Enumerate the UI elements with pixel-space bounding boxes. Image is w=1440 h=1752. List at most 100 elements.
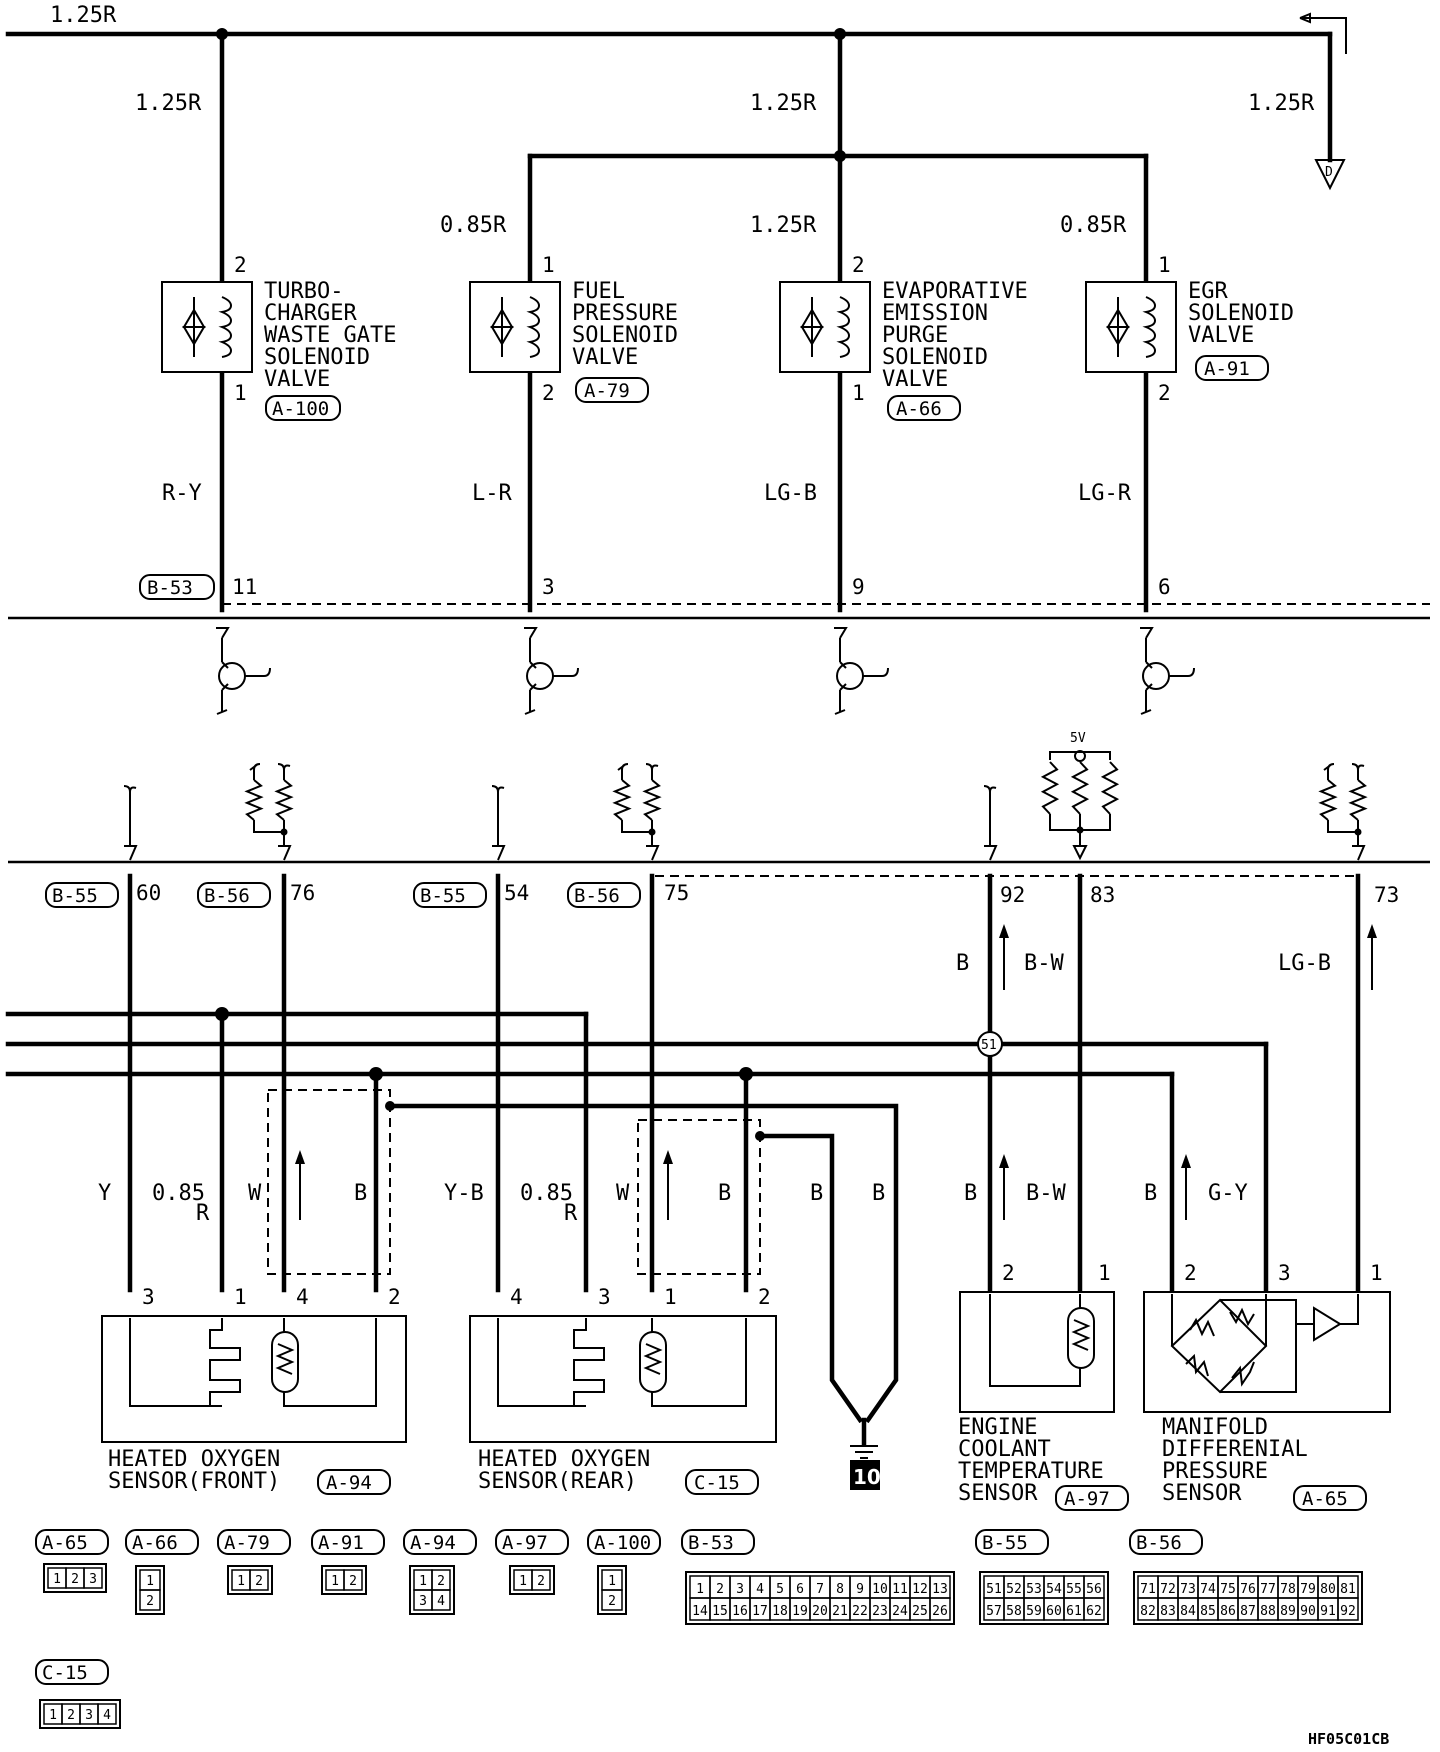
wire-label-w4: 0.85R (1060, 213, 1127, 238)
svg-text:B-55: B-55 (420, 885, 466, 907)
svg-text:SENSOR(REAR): SENSOR(REAR) (478, 1469, 637, 1494)
svg-text:R-Y: R-Y (162, 481, 202, 506)
connector-cell: 82 (1140, 1604, 1156, 1619)
legend-connector-label: A-100 (594, 1532, 651, 1554)
connector-cell: 1 (608, 1574, 616, 1589)
connector-cell: 79 (1300, 1582, 1316, 1597)
connector-cell: 2 (716, 1582, 724, 1597)
svg-text:HEATED OXYGEN: HEATED OXYGEN (478, 1447, 650, 1472)
svg-text:1: 1 (1370, 1261, 1383, 1285)
svg-text:2: 2 (1158, 381, 1171, 405)
svg-text:B: B (810, 1181, 823, 1206)
connector-cell: 53 (1026, 1582, 1042, 1597)
svg-text:PURGE: PURGE (882, 323, 948, 348)
connector-cell: 9 (856, 1582, 864, 1597)
svg-text:EVAPORATIVE: EVAPORATIVE (882, 279, 1028, 304)
svg-text:COOLANT: COOLANT (958, 1437, 1051, 1462)
connector-cell: 81 (1340, 1582, 1356, 1597)
connector-cell: 21 (832, 1604, 848, 1619)
sensor-o2-front: 3 1 4 2 HEATED OXYGEN SENSOR(FRONT) A-94 (101, 1285, 407, 1495)
connector-cell: 3 (85, 1708, 93, 1723)
svg-text:SOLENOID: SOLENOID (1188, 301, 1294, 326)
connector-cell: 18 (772, 1604, 788, 1619)
svg-text:VALVE: VALVE (1188, 323, 1254, 348)
svg-text:TEMPERATURE: TEMPERATURE (958, 1459, 1104, 1484)
connector-cell: 89 (1280, 1604, 1296, 1619)
svg-text:R: R (196, 1201, 210, 1226)
connector-cell: 71 (1140, 1582, 1156, 1597)
connector-cell: 23 (872, 1604, 888, 1619)
svg-text:1: 1 (1158, 253, 1171, 277)
svg-text:1: 1 (1098, 1261, 1111, 1285)
connector-cell: 59 (1026, 1604, 1042, 1619)
svg-text:PRESSURE: PRESSURE (572, 301, 678, 326)
wire-label-w2: 0.85R (440, 213, 507, 238)
ground-number: 10 (853, 1465, 881, 1489)
connector-cell: 52 (1006, 1582, 1022, 1597)
svg-text:VALVE: VALVE (572, 345, 638, 370)
legend-connector-label: A-66 (132, 1532, 178, 1554)
connector-cell: 2 (437, 1574, 445, 1589)
legend-connector-label: C-15 (42, 1662, 88, 1684)
svg-text:TURBO-: TURBO- (264, 279, 343, 304)
connector-cell: 19 (792, 1604, 808, 1619)
svg-text:4: 4 (510, 1285, 523, 1309)
figure-code: HF05C01CB (1308, 1730, 1389, 1748)
legend-connector-label: B-56 (1136, 1532, 1182, 1554)
valve-turbo: 2 1 TURBO- CHARGER WASTE GATE SOLENOID V… (161, 253, 396, 506)
svg-text:Y-B: Y-B (444, 1181, 484, 1206)
svg-text:54: 54 (504, 881, 529, 905)
svg-text:1: 1 (852, 381, 865, 405)
legend-connector-label: A-97 (502, 1532, 548, 1554)
svg-text:B: B (718, 1181, 731, 1206)
connector-cell: 1 (331, 1574, 339, 1589)
svg-text:1: 1 (234, 1285, 247, 1309)
connector-cell: 83 (1160, 1604, 1176, 1619)
svg-text:LG-B: LG-B (1278, 951, 1331, 976)
svg-text:A-97: A-97 (1064, 1488, 1110, 1510)
svg-text:CHARGER: CHARGER (264, 301, 357, 326)
svg-text:B: B (872, 1181, 885, 1206)
svg-text:SENSOR: SENSOR (958, 1481, 1038, 1506)
connector-cell: 51 (986, 1582, 1002, 1597)
supply-5v-label: 5V (1070, 731, 1086, 746)
connector-cell: 73 (1180, 1582, 1196, 1597)
connector-cell: 1 (146, 1574, 154, 1589)
svg-text:B: B (964, 1181, 977, 1206)
svg-text:EMISSION: EMISSION (882, 301, 988, 326)
svg-text:VALVE: VALVE (882, 367, 948, 392)
svg-text:2: 2 (542, 381, 555, 405)
svg-text:SENSOR(FRONT): SENSOR(FRONT) (108, 1469, 280, 1494)
sensor-map: 2 3 1 MANIFOLD DIFFERENIAL PRESSURE SENS… (1143, 1261, 1391, 1511)
svg-text:9: 9 (852, 575, 865, 599)
connector-d-arrow (1314, 159, 1346, 191)
branch-wire-label: 1.25R (1248, 91, 1315, 116)
legend-connector-label: A-91 (318, 1532, 364, 1554)
connector-cell: 11 (892, 1582, 908, 1597)
svg-text:C-15: C-15 (694, 1472, 740, 1494)
legend-connector-label: A-79 (224, 1532, 270, 1554)
connector-cell: 3 (89, 1572, 97, 1587)
svg-text:0.85: 0.85 (152, 1181, 205, 1206)
lower-wiring: 51 10 B B-W LG-B Y 0.85 R (5, 873, 1377, 1490)
svg-text:W: W (616, 1181, 630, 1206)
svg-text:3: 3 (542, 575, 555, 599)
svg-text:B-W: B-W (1026, 1181, 1066, 1206)
connector-cell: 77 (1260, 1582, 1276, 1597)
sensor-ect: 2 1 ENGINE COOLANT TEMPERATURE SENSOR A-… (958, 1261, 1129, 1511)
connector-cell: 72 (1160, 1582, 1176, 1597)
svg-text:MANIFOLD: MANIFOLD (1162, 1415, 1268, 1440)
connector-cell: 12 (912, 1582, 928, 1597)
connector-cell: 2 (71, 1572, 79, 1587)
connector-cell: 58 (1006, 1604, 1022, 1619)
svg-text:1: 1 (664, 1285, 677, 1309)
connector-cell: 1 (519, 1574, 527, 1589)
connector-cell: 4 (756, 1582, 764, 1597)
svg-text:0.85: 0.85 (520, 1181, 573, 1206)
